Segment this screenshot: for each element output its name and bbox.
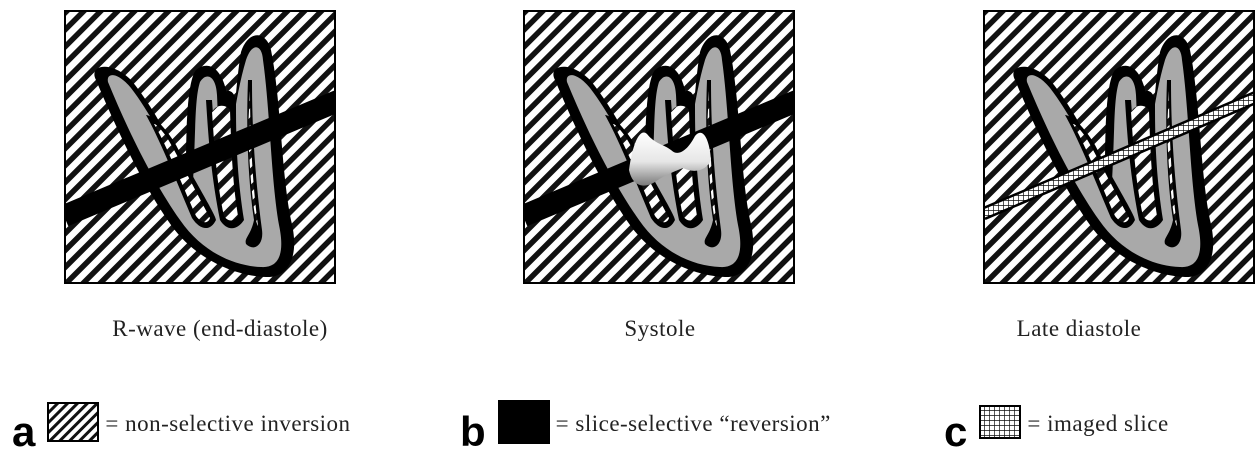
- grid-swatch-icon: [979, 405, 1022, 439]
- legend-item-c: c = imaged slice: [944, 400, 1169, 453]
- legend-letter-a: a: [12, 408, 36, 455]
- heart-diagram-a: [64, 10, 336, 284]
- caption-a: R-wave (end-diastole): [112, 316, 328, 341]
- legend-item-a: a = non-selective inversion: [12, 400, 351, 453]
- panel-a-r-wave: [64, 10, 336, 284]
- legend-text-c: = imaged slice: [1027, 411, 1169, 436]
- solid-black-swatch-icon: [497, 400, 550, 444]
- heart-diagram-b: [523, 10, 795, 284]
- reversion-slice-band: [64, 89, 336, 227]
- myocardium-bulge: [629, 132, 711, 186]
- diagonal-hatch-swatch-icon: [47, 402, 100, 442]
- legend-item-b: b = slice-selective “reversion”: [460, 400, 831, 453]
- legend-letter-b: b: [460, 408, 486, 455]
- caption-b: Systole: [624, 316, 696, 341]
- heart-diagram-c: [983, 10, 1255, 284]
- imaged-slice-band: [983, 93, 1255, 218]
- legend-letter-c: c: [944, 408, 968, 455]
- panel-c-late-diastole: [983, 10, 1255, 284]
- legend-text-b: = slice-selective “reversion”: [555, 411, 831, 436]
- panel-b-systole: [523, 10, 795, 284]
- caption-c: Late diastole: [1016, 316, 1142, 341]
- legend-text-a: = non-selective inversion: [105, 411, 351, 436]
